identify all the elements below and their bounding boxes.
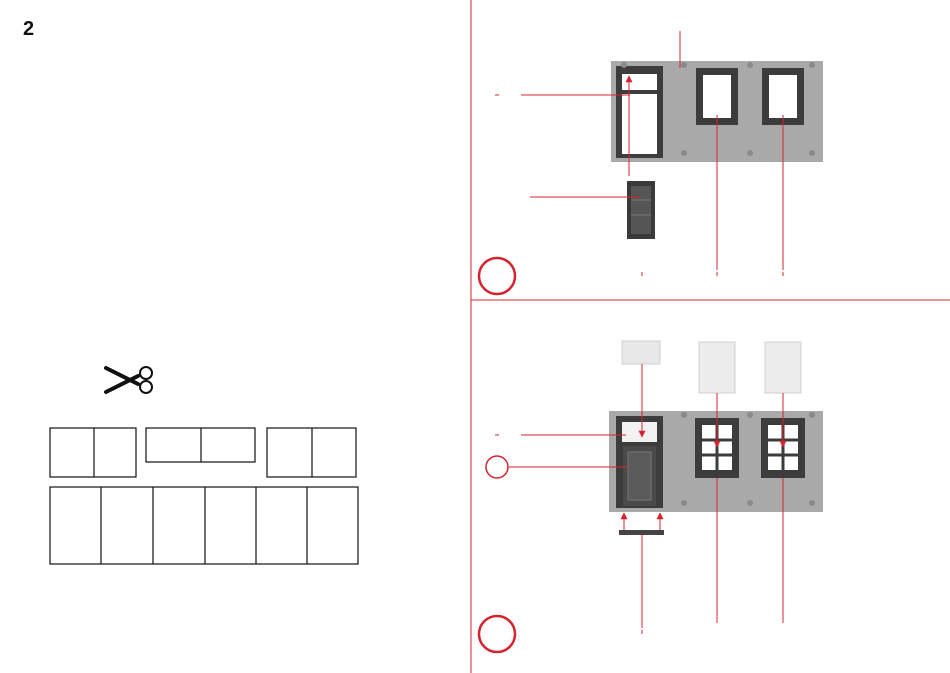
threshold-strip <box>619 530 664 535</box>
loose-door-part <box>627 181 655 239</box>
glass-panes <box>622 341 801 393</box>
step-marker-a <box>479 258 515 294</box>
template-bottom-row <box>50 487 358 564</box>
bottom-wall-illustration <box>609 411 823 512</box>
template-group-1 <box>50 428 136 477</box>
scissors-icon <box>106 367 152 393</box>
step-marker-b <box>479 616 515 652</box>
glue-point-marker <box>486 456 508 478</box>
cutting-template <box>50 428 358 564</box>
